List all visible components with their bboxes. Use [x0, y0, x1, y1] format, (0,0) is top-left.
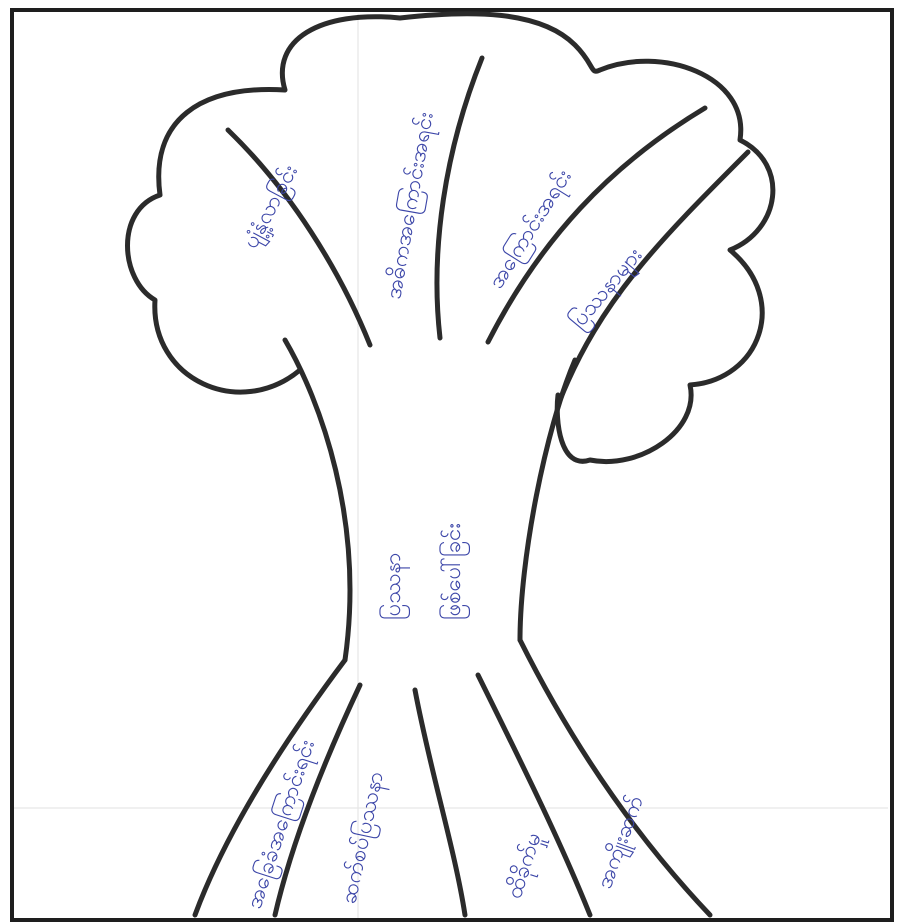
trunk-label-1: ပြဿနာ	[379, 553, 410, 620]
trunk-label-2: ဖြစ်ပေါ်ခြင်း	[439, 523, 470, 620]
